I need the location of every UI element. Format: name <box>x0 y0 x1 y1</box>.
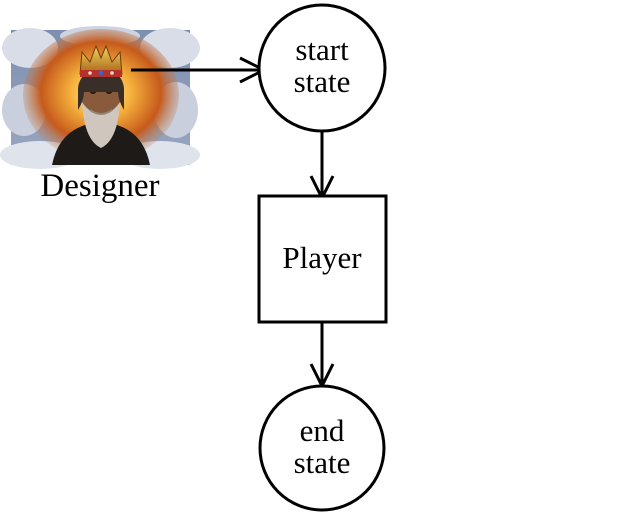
start-state-node: start state <box>257 3 387 133</box>
player-label: Player <box>282 240 362 275</box>
edge-player-to-end <box>309 322 335 390</box>
designer-picture <box>0 26 200 169</box>
king-figure <box>52 44 150 165</box>
end-state-node: end state <box>258 384 386 512</box>
end-state-label-line2: state <box>294 445 351 480</box>
player-node: Player <box>257 194 388 324</box>
start-state-label-line1: start <box>295 32 349 67</box>
start-state-label-line2: state <box>294 64 351 99</box>
designer-label: Designer <box>40 168 159 204</box>
edge-start-to-player <box>309 131 335 202</box>
end-state-label-line1: end <box>300 413 345 448</box>
